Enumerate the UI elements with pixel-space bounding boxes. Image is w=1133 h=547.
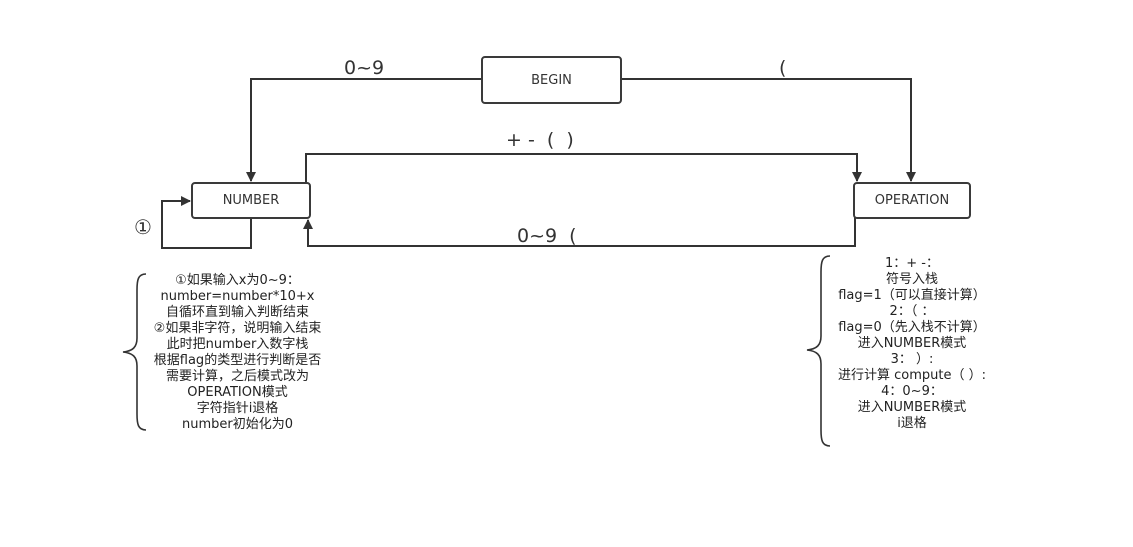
node-number-label: NUMBER <box>222 193 280 208</box>
note-line: 1：+ -： <box>885 256 939 271</box>
note-line: number=number*10+x <box>160 289 315 304</box>
note-line: number初始化为0 <box>181 417 293 432</box>
edge-begin-to-number <box>246 78 482 182</box>
edge-number-self-loop <box>161 196 252 249</box>
note-line: 根据flag的类型进行判断是否 <box>153 353 322 368</box>
node-operation: OPERATION <box>853 182 971 219</box>
edge-begin-to-operation <box>621 78 916 182</box>
note-line: 进入NUMBER模式 <box>857 336 967 351</box>
note-line: 2：（ ： <box>889 304 935 319</box>
edge-operation-to-number <box>303 217 856 247</box>
note-line: ②如果非字符，说明输入结束 <box>153 321 322 336</box>
edge-label-number-to-operation: + - ( ) <box>506 129 574 151</box>
edge-label-begin-to-operation: ( <box>779 57 787 79</box>
note-line: 符号入栈 <box>885 272 938 287</box>
node-begin: BEGIN <box>481 56 622 104</box>
node-number: NUMBER <box>191 182 311 219</box>
note-line: 此时把number入数字栈 <box>166 337 309 352</box>
note-line: i退格 <box>897 416 927 431</box>
edge-label-operation-to-number: 0~9 ( <box>517 225 577 247</box>
note-line: 字符指针i退格 <box>196 401 279 416</box>
note-line: 需要计算，之后模式改为 <box>165 369 309 384</box>
node-operation-label: OPERATION <box>874 193 950 208</box>
edge-label-number-self-loop: ① <box>134 215 152 239</box>
note-line: 进入NUMBER模式 <box>857 400 967 415</box>
note-line: ①如果输入x为0~9： <box>175 273 300 288</box>
edge-number-to-operation <box>305 153 862 185</box>
note-line: 自循环直到输入判断结束 <box>165 305 309 320</box>
right-brace <box>806 255 831 447</box>
note-line: OPERATION模式 <box>187 385 288 400</box>
note-line: flag=1（可以直接计算） <box>838 288 986 303</box>
note-line: 进行计算 compute（ ）: <box>838 368 986 383</box>
note-line: flag=0（先入栈不计算） <box>838 320 986 335</box>
edge-label-begin-to-number: 0~9 <box>344 57 385 79</box>
node-begin-label: BEGIN <box>531 72 572 88</box>
note-line: 3： ）: <box>890 352 934 367</box>
note-line: 4：0~9： <box>881 384 943 399</box>
left-brace <box>122 273 147 431</box>
